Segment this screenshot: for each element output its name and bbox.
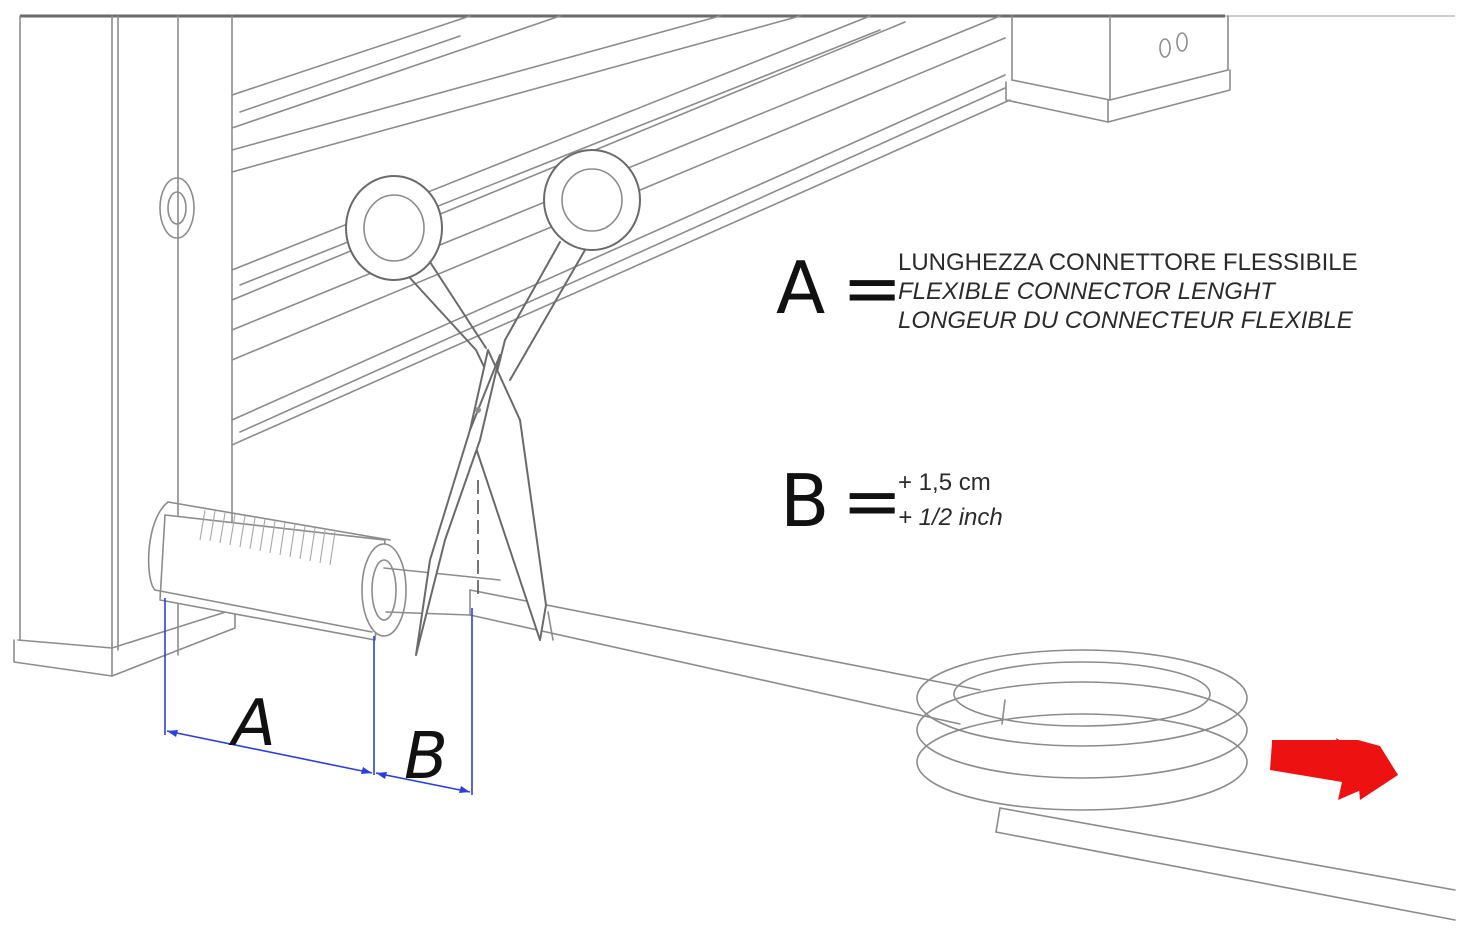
legend-b-symbol: B: [780, 459, 829, 543]
legend-a-equals: =: [842, 246, 902, 330]
coiled-hose: [916, 649, 1456, 921]
dimension-b-label: B: [404, 720, 448, 794]
scissors-icon: [345, 149, 641, 656]
legend-a-symbol: A: [776, 246, 825, 330]
appliance-leg-right: [1005, 15, 1231, 123]
legend-b-equals: =: [842, 459, 902, 543]
legend-a-line-fr: LONGEUR DU CONNECTEUR FLEXIBLE: [898, 307, 1354, 334]
legend-a-line-it: LUNGHEZZA CONNETTORE FLESSIBILE: [898, 249, 1358, 276]
right-arrow-icon: [1270, 738, 1398, 800]
legend-a: A = LUNGHEZZA CONNETTORE FLESSIBILE FLEX…: [776, 246, 1358, 334]
legend-b-line-inch: + 1/2 inch: [898, 504, 1003, 531]
flexible-hose: [469, 589, 981, 725]
legend-b: B = + 1,5 cm + 1/2 inch: [780, 459, 1003, 543]
connector-sleeve: [147, 501, 501, 641]
legend-a-line-en: FLEXIBLE CONNECTOR LENGHT: [898, 278, 1277, 305]
dimension-lines: [164, 598, 473, 795]
dimension-a-label: A: [228, 687, 276, 761]
legend-b-line-cm: + 1,5 cm: [898, 469, 991, 496]
appliance-rails: [231, 15, 1011, 446]
appliance-leg-left: [13, 15, 236, 677]
